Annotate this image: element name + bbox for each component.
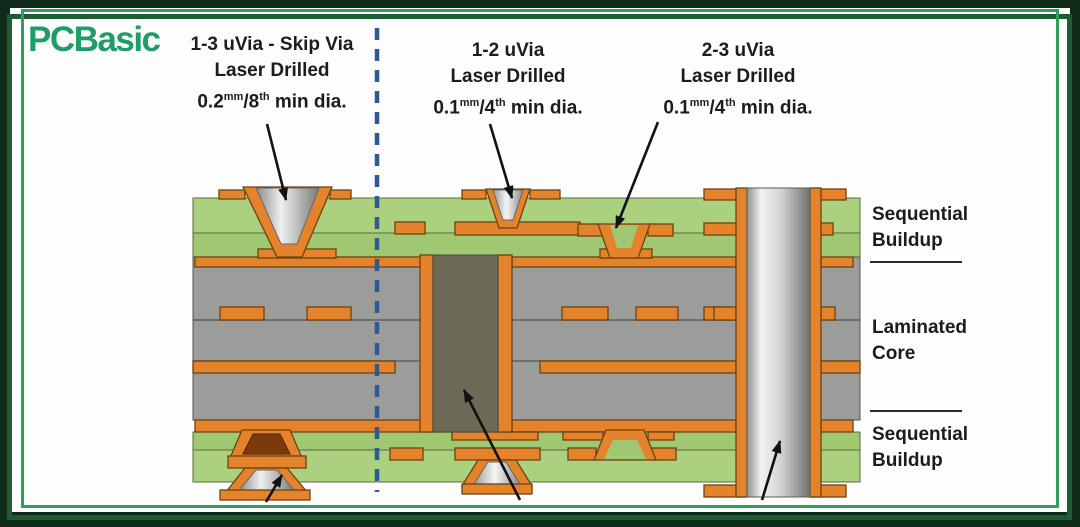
annotation-diameter: 0.2mm/8th min dia. xyxy=(197,91,347,113)
uvia-2-3 xyxy=(577,223,674,259)
annotation-uvia-1-2: 1-2 uVia Laser Drilled 0.1mm/4th min dia… xyxy=(398,38,618,121)
annotation-line1: 1-2 uVia xyxy=(471,40,545,61)
frame-bright-green-border xyxy=(21,9,1059,508)
annotation-diameter: 0.1mm/4th min dia. xyxy=(433,97,583,119)
annotation-arrows xyxy=(264,121,782,503)
uvia-1-2 xyxy=(461,188,561,229)
through-hole-via xyxy=(703,187,847,498)
arrow-skip-via xyxy=(265,123,288,201)
annotation-skip-via: 1-3 uVia - Skip Via Laser Drilled 0.2mm/… xyxy=(158,32,386,115)
buried-via xyxy=(419,254,513,433)
arrow-uvia-2-3 xyxy=(614,121,660,229)
bottom-stacked-vias xyxy=(219,429,311,501)
annotation-diameter: 0.1mm/4th min dia. xyxy=(663,97,813,119)
arrow-through-via xyxy=(760,440,782,501)
annotation-line1: 1-3 uVia - Skip Via xyxy=(190,34,354,55)
arrow-bottom-via xyxy=(264,474,284,503)
label-divider-bottom xyxy=(870,410,962,412)
pcbasic-logo: PCBasic xyxy=(28,20,161,59)
arrow-buried-via xyxy=(462,389,522,501)
skip-via-1-3 xyxy=(218,186,352,258)
bottom-uvia-2-3 xyxy=(567,429,677,461)
label-divider-top xyxy=(870,261,962,263)
annotation-line2: Laser Drilled xyxy=(450,66,566,87)
frame-dark-green-border xyxy=(7,14,1072,520)
annotation-uvia-2-3: 2-3 uVia Laser Drilled 0.1mm/4th min dia… xyxy=(628,38,848,121)
annotation-line2: Laser Drilled xyxy=(680,66,796,87)
annotation-line1: 2-3 uVia xyxy=(701,40,775,61)
arrow-uvia-1-2 xyxy=(488,123,514,199)
annotation-line2: Laser Drilled xyxy=(214,60,330,81)
